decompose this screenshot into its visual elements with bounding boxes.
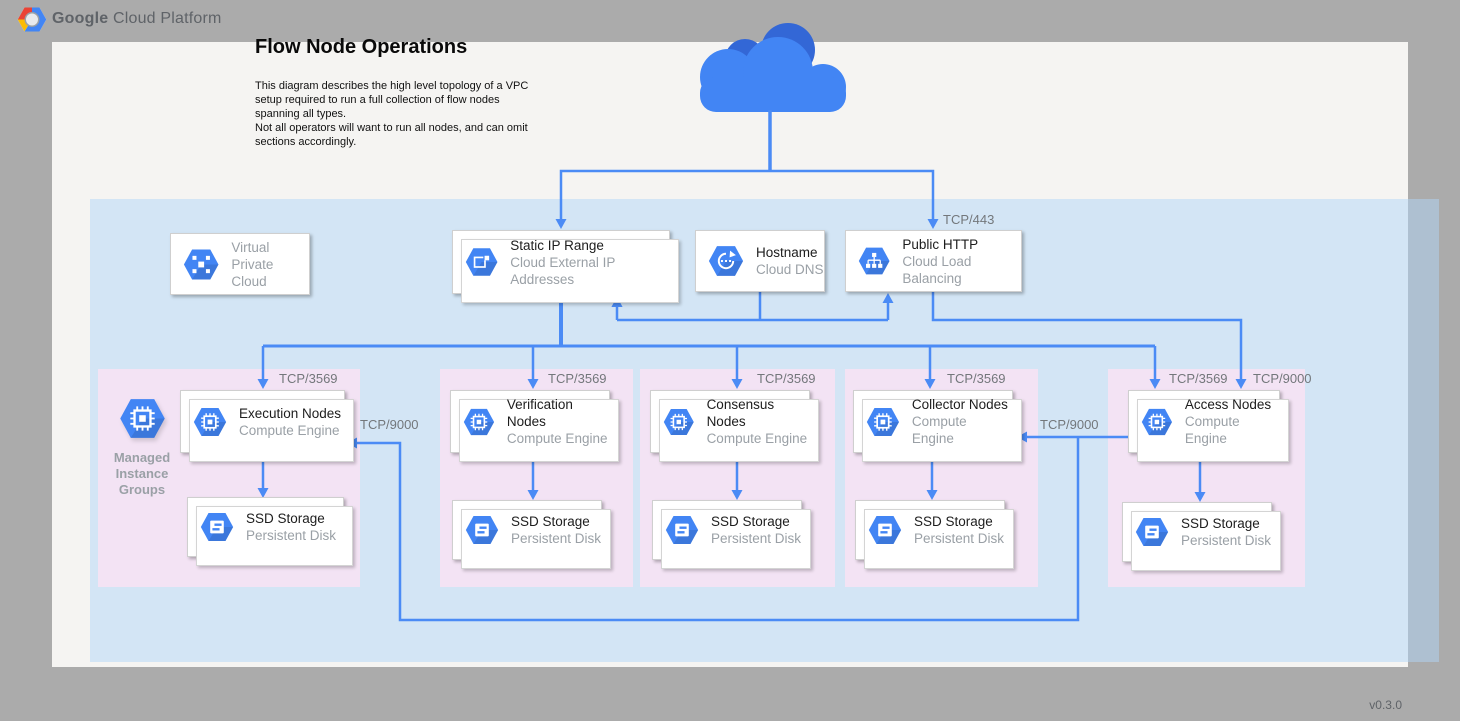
mig-label-line1: Managed (100, 450, 184, 466)
card-hostname: Hostname Cloud DNS (695, 230, 825, 292)
port-label-tcp9000-collector: TCP/9000 (1040, 417, 1099, 432)
ssd-storage-title: SSD Storage (246, 510, 336, 527)
access-nodes-subtitle: Compute Engine (1185, 413, 1279, 447)
verification-nodes-subtitle: Compute Engine (507, 430, 609, 447)
card-consensus-nodes: Consensus Nodes Compute Engine (650, 390, 810, 453)
consensus-nodes-subtitle: Compute Engine (707, 430, 809, 447)
card-ssd-execution: SSD Storage Persistent Disk (187, 497, 344, 557)
external-ip-icon (465, 246, 498, 278)
ssd-storage-subtitle: Persistent Disk (711, 530, 801, 547)
compute-engine-icon (193, 407, 227, 437)
public-http-title: Public HTTP (902, 236, 1021, 253)
card-public-http: Public HTTP Cloud Load Balancing (845, 230, 1022, 292)
managed-instance-groups: Managed Instance Groups (100, 398, 184, 498)
mig-icon (119, 398, 166, 439)
ssd-storage-title: SSD Storage (914, 513, 1004, 530)
dns-icon (708, 245, 744, 277)
port-label-tcp3569-access: TCP/3569 (1169, 371, 1228, 386)
vpc-icon (183, 248, 219, 281)
compute-engine-icon (1141, 407, 1173, 437)
ssd-storage-subtitle: Persistent Disk (914, 530, 1004, 547)
card-execution-nodes: Execution Nodes Compute Engine (180, 390, 345, 453)
mig-label-line2: Instance (100, 466, 184, 482)
load-balancer-icon (858, 245, 890, 277)
consensus-nodes-title: Consensus Nodes (707, 396, 809, 430)
persistent-disk-icon (868, 515, 902, 545)
card-ssd-collector: SSD Storage Persistent Disk (855, 500, 1005, 560)
hostname-title: Hostname (756, 244, 824, 261)
compute-engine-icon (663, 407, 695, 437)
execution-nodes-subtitle: Compute Engine (239, 422, 341, 439)
card-collector-nodes: Collector Nodes Compute Engine (853, 390, 1013, 453)
port-label-tcp3569-verification: TCP/3569 (548, 371, 607, 386)
compute-engine-icon (866, 407, 900, 437)
static-ip-subtitle: Cloud External IP Addresses (510, 254, 669, 288)
persistent-disk-icon (465, 515, 499, 545)
ssd-storage-subtitle: Persistent Disk (511, 530, 601, 547)
port-label-tcp3569-execution: TCP/3569 (279, 371, 338, 386)
card-ssd-verification: SSD Storage Persistent Disk (452, 500, 602, 560)
card-access-nodes: Access Nodes Compute Engine (1128, 390, 1280, 453)
port-label-tcp3569-collector: TCP/3569 (947, 371, 1006, 386)
hostname-subtitle: Cloud DNS (756, 261, 824, 278)
static-ip-title: Static IP Range (510, 237, 669, 254)
card-verification-nodes: Verification Nodes Compute Engine (450, 390, 610, 453)
ssd-storage-subtitle: Persistent Disk (246, 527, 336, 544)
access-nodes-title: Access Nodes (1185, 396, 1279, 413)
persistent-disk-icon (1135, 517, 1169, 547)
card-ssd-consensus: SSD Storage Persistent Disk (652, 500, 802, 560)
card-virtual-private-cloud: Virtual Private Cloud (170, 233, 310, 295)
card-static-ip-range: Static IP Range Cloud External IP Addres… (452, 230, 670, 294)
port-label-tcp443: TCP/443 (943, 212, 994, 227)
collector-nodes-title: Collector Nodes (912, 396, 1012, 413)
execution-nodes-title: Execution Nodes (239, 405, 341, 422)
collector-nodes-subtitle: Compute Engine (912, 413, 1012, 447)
port-label-tcp9000-access: TCP/9000 (1253, 371, 1312, 386)
verification-nodes-title: Verification Nodes (507, 396, 609, 430)
vpc-card-line2: Private Cloud (231, 256, 309, 290)
ssd-storage-title: SSD Storage (711, 513, 801, 530)
persistent-disk-icon (200, 512, 234, 542)
ssd-storage-subtitle: Persistent Disk (1181, 532, 1271, 549)
vpc-card-line1: Virtual (231, 239, 309, 256)
ssd-storage-title: SSD Storage (1181, 515, 1271, 532)
mig-label-line3: Groups (100, 482, 184, 498)
port-label-tcp9000-execution: TCP/9000 (360, 417, 419, 432)
persistent-disk-icon (665, 515, 699, 545)
public-http-subtitle: Cloud Load Balancing (902, 253, 1021, 287)
compute-engine-icon (463, 407, 495, 437)
port-label-tcp3569-consensus: TCP/3569 (757, 371, 816, 386)
ssd-storage-title: SSD Storage (511, 513, 601, 530)
card-ssd-access: SSD Storage Persistent Disk (1122, 502, 1272, 562)
